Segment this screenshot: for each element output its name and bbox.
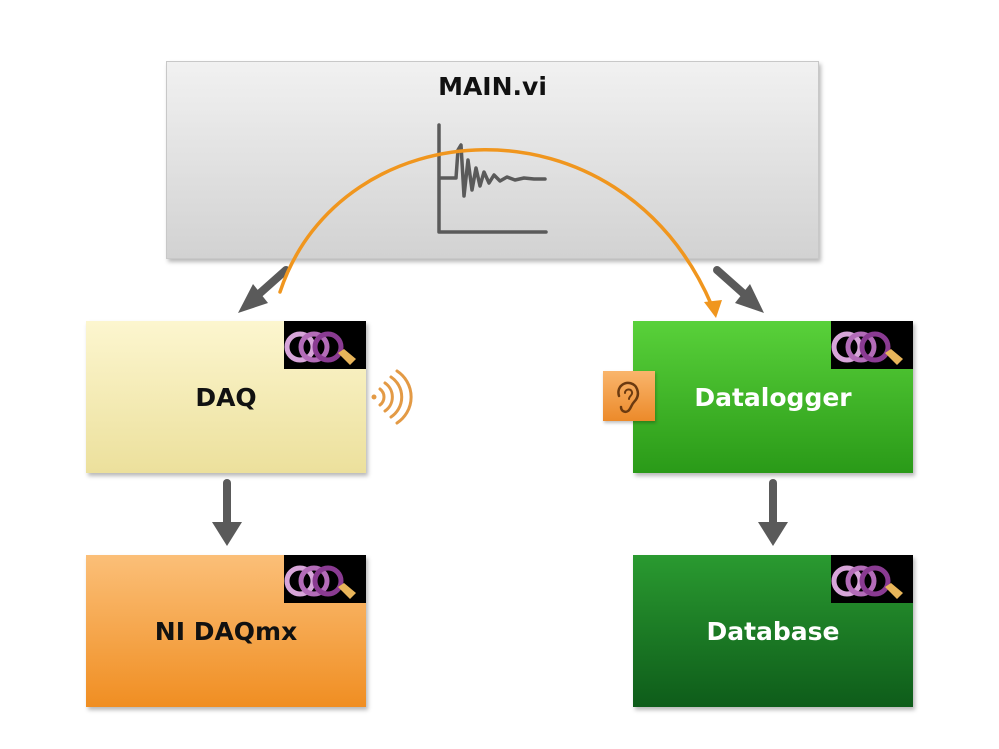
actor-framework-icon (284, 321, 366, 369)
message-arc-daq-to-datalogger (278, 148, 722, 318)
database-label: Database (706, 616, 840, 646)
daq-label: DAQ (195, 382, 257, 412)
ni-daqmx-node: NI DAQmx (86, 555, 366, 707)
ni-daqmx-label: NI DAQmx (154, 616, 298, 646)
database-node: Database (633, 555, 913, 707)
main-vi-node: MAIN.vi (166, 61, 819, 259)
arrow-daq-to-nidaqmx (212, 479, 242, 546)
main-vi-label: MAIN.vi (438, 72, 547, 101)
datalogger-label: Datalogger (694, 382, 852, 412)
ear-icon (603, 371, 655, 421)
wireless-broadcast-icon (371, 369, 413, 425)
arrow-main-to-daq (238, 266, 290, 313)
arrow-datalogger-to-database (758, 479, 788, 546)
arrow-main-to-datalogger (713, 266, 764, 313)
actor-framework-icon (284, 555, 366, 603)
actor-framework-icon (831, 321, 913, 369)
actor-framework-icon (831, 555, 913, 603)
daq-node: DAQ (86, 321, 366, 473)
datalogger-node: Datalogger (633, 321, 913, 473)
step-response-chart-icon (437, 123, 548, 234)
